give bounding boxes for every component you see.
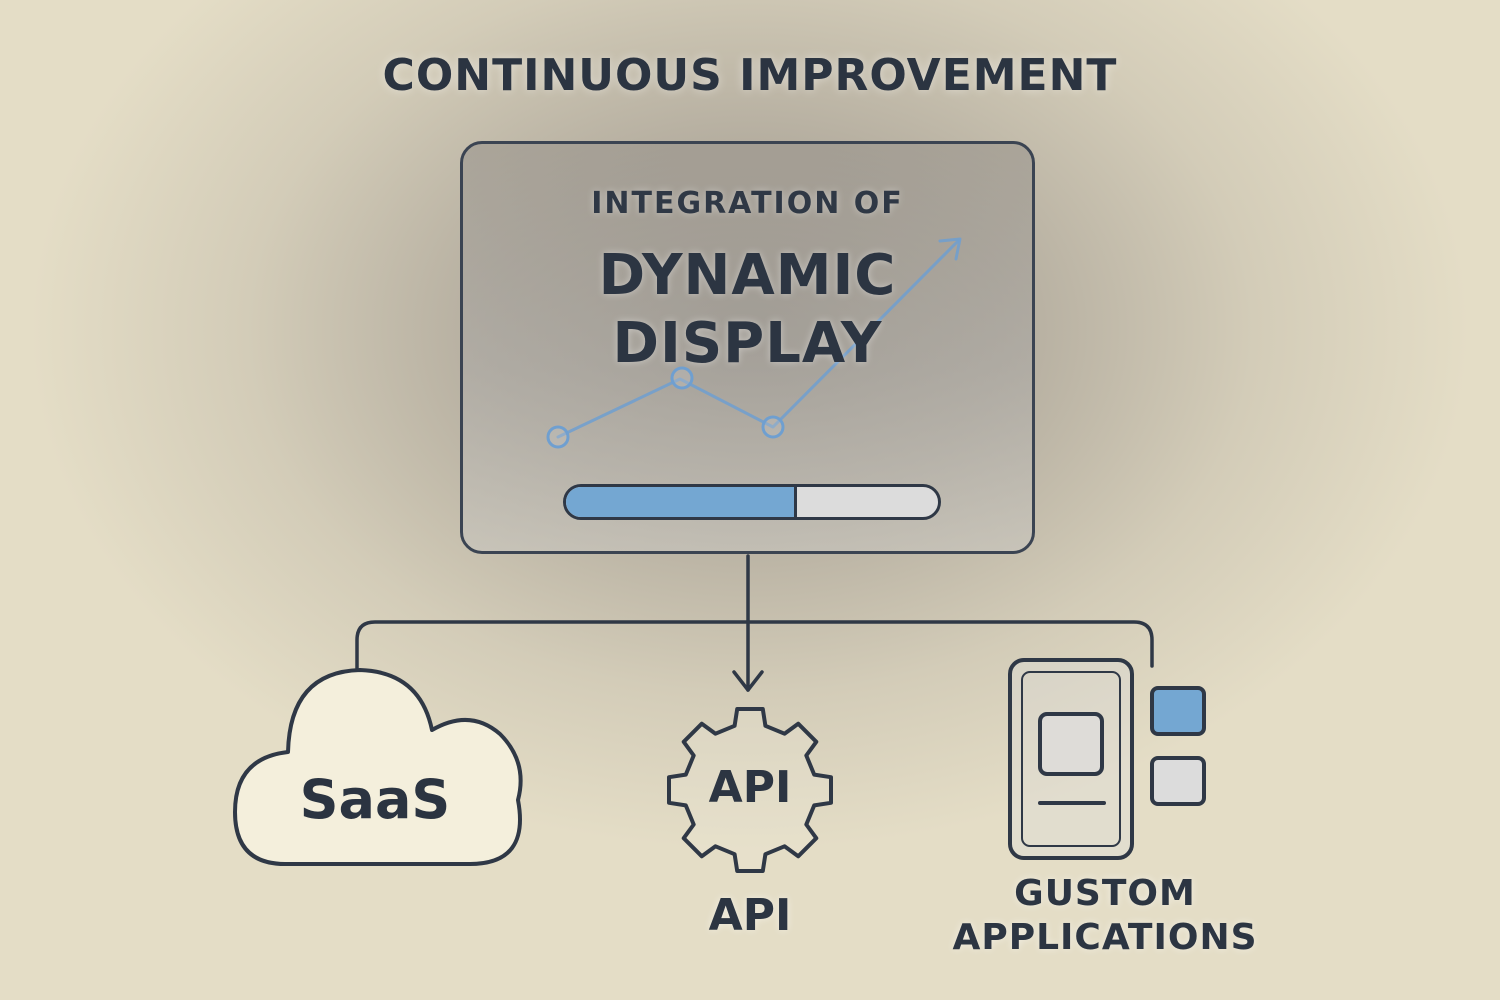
display-subtitle: INTEGRATION OF bbox=[591, 186, 904, 221]
saas-label: SaaS bbox=[299, 768, 451, 831]
custom-applications-label-line-2: APPLICATIONS bbox=[952, 917, 1258, 958]
trend-line-icon bbox=[546, 237, 962, 449]
progress-bar bbox=[563, 484, 941, 520]
display-heading: DYNAMIC DISPLAY bbox=[463, 242, 1032, 378]
custom-applications-label: GUSTOM APPLICATIONS bbox=[930, 872, 1280, 960]
custom-applications-label-line-1: GUSTOM bbox=[1014, 873, 1196, 914]
dynamic-display-card: INTEGRATION OF DYNAMIC DISPLAY bbox=[460, 141, 1035, 554]
gear-icon bbox=[667, 707, 833, 873]
progress-bar-fill bbox=[566, 487, 797, 517]
connector-lines bbox=[355, 554, 1154, 692]
api-label: API bbox=[708, 890, 792, 941]
diagram-title: CONTINUOUS IMPROVEMENT bbox=[382, 50, 1118, 101]
display-heading-line-1: DYNAMIC bbox=[598, 243, 897, 308]
display-heading-line-2: DISPLAY bbox=[612, 311, 883, 376]
arrow-down-icon bbox=[732, 670, 764, 692]
api-gear-label: API bbox=[708, 762, 792, 813]
mobile-app-icon bbox=[1008, 658, 1206, 860]
cloud-icon bbox=[233, 668, 523, 866]
